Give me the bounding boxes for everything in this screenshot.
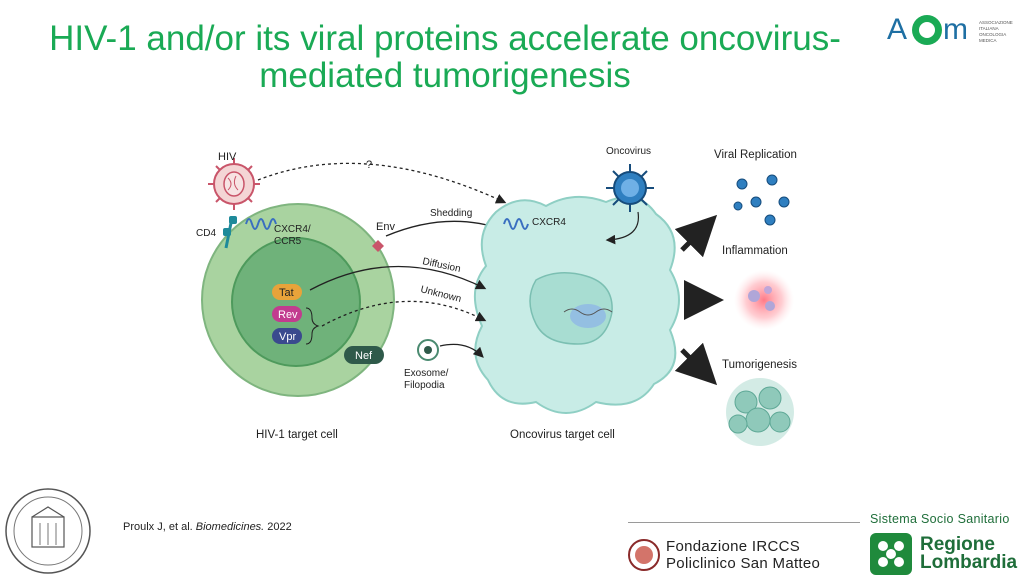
regione-line-1: Regione	[920, 534, 995, 555]
aiom-sub-4: MEDICA	[979, 38, 997, 43]
arrow-viral-replication	[674, 214, 718, 258]
figure-diagram: HIV CD4 CXCR4/ CCR5 Env ? Shedding CXCR4…	[196, 146, 797, 446]
label-tat: Tat	[279, 287, 294, 299]
citation-journal: Biomedicines.	[195, 521, 265, 533]
label-rev: Rev	[278, 309, 298, 321]
label-cxcr4-ccr5-2: CCR5	[274, 236, 302, 247]
oncovirus-icon	[606, 164, 654, 212]
regione-rose-icon	[870, 533, 912, 575]
label-shedding: Shedding	[430, 208, 472, 219]
vpr-protein-pill	[272, 328, 302, 344]
label-oncovirus: Oncovirus	[606, 146, 651, 157]
label-vpr: Vpr	[279, 331, 296, 343]
slide-title: HIV-1 and/or its viral proteins accelera…	[0, 20, 890, 94]
arrow-tumorigenesis	[674, 342, 718, 386]
exosome-arrow	[439, 343, 484, 358]
fondazione-seal-icon	[628, 539, 660, 571]
fondazione-line-1: Fondazione IRCCS	[666, 538, 801, 555]
tumor-cluster-icon	[726, 378, 794, 446]
aiom-sub-2: ITALIANA	[979, 26, 999, 31]
aiom-sub-1: ASSOCIAZIONE	[979, 20, 1013, 25]
inflammation-glow-icon	[734, 270, 794, 330]
aiom-logo: A m ASSOCIAZIONE ITALIANA ONCOLOGIA MEDI…	[887, 13, 1013, 46]
label-exosome-1: Exosome/	[404, 368, 449, 379]
oncovirus-entry-arrow	[605, 211, 640, 245]
rev-protein-pill	[272, 306, 302, 322]
label-viral-replication: Viral Replication	[714, 149, 797, 161]
label-exosome-2: Filopodia	[404, 380, 445, 391]
nef-protein-pill	[344, 346, 384, 364]
label-hiv: HIV	[218, 151, 237, 163]
label-question: ?	[366, 159, 372, 171]
diffusion-arrow	[309, 265, 487, 291]
regione-lombardia-logo: Regione Lombardia	[870, 533, 1020, 575]
university-seal-logo	[5, 488, 91, 574]
label-cxcr4: CXCR4	[532, 217, 566, 228]
label-onco-target-cell: Oncovirus target cell	[510, 429, 615, 441]
cxcr4-coil-icon	[503, 218, 529, 230]
aiom-letter-a: A	[887, 13, 907, 46]
fondazione-line-2: Policlinico San Matteo	[666, 555, 821, 572]
label-inflammation: Inflammation	[722, 245, 788, 257]
onco-nucleus-dna-icon	[570, 304, 606, 328]
viral-replication-icon	[733, 174, 790, 226]
title-line-2: mediated tumorigenesis	[259, 56, 631, 95]
sistema-divider	[628, 522, 860, 523]
label-hiv-target-cell: HIV-1 target cell	[256, 429, 338, 441]
hiv-virion-icon	[208, 158, 260, 210]
exosome-icon	[417, 339, 439, 361]
svg-text:m: m	[943, 13, 968, 46]
sistema-socio-sanitario: Sistema Socio Sanitario	[628, 512, 1020, 532]
hiv-cell-nucleus	[231, 237, 361, 367]
citation-authors: Proulx J, et al.	[123, 521, 196, 533]
env-protein-icon	[372, 240, 384, 252]
hiv-to-onco-dashed-arrow	[257, 162, 507, 204]
label-cd4: CD4	[196, 228, 216, 239]
fondazione-logo: Fondazione IRCCS Policlinico San Matteo	[628, 536, 853, 574]
citation-year: 2022	[264, 521, 292, 533]
sistema-label: Sistema Socio Sanitario	[870, 512, 1010, 526]
cxcr4-ccr5-coil-icon	[245, 218, 277, 230]
rev-vpr-brace	[305, 307, 320, 345]
title-line-1: HIV-1 and/or its viral proteins accelera…	[49, 19, 841, 58]
regione-line-2: Lombardia	[920, 552, 1018, 573]
aiom-sub-3: ONCOLOGIA	[979, 32, 1006, 37]
label-cxcr4-ccr5-1: CXCR4/	[274, 224, 311, 235]
tat-protein-pill	[272, 284, 302, 300]
label-nef: Nef	[355, 350, 373, 362]
unknown-dashed-arrow	[321, 300, 487, 327]
label-tumorigenesis: Tumorigenesis	[722, 359, 797, 371]
label-env: Env	[376, 221, 395, 233]
citation: Proulx J, et al. Biomedicines. 2022	[123, 521, 292, 533]
cd4-receptor-icon	[223, 216, 237, 249]
